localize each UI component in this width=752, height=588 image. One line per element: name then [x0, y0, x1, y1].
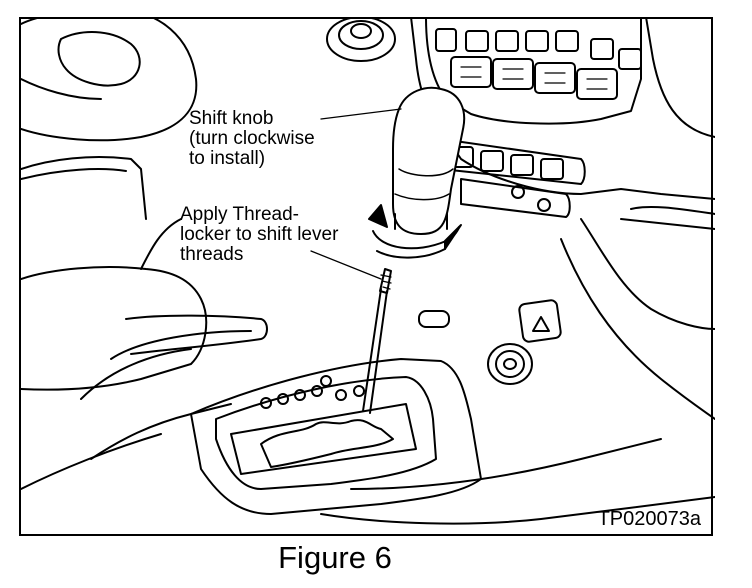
figure-code: TP020073a	[597, 508, 701, 530]
rotation-arrow	[368, 204, 462, 259]
shift-lever	[362, 268, 392, 414]
callout-line: Apply Thread-	[180, 204, 299, 225]
right-trim	[560, 205, 715, 420]
callout-line: to install)	[189, 148, 266, 169]
rotary-knob	[487, 343, 533, 385]
driver-seat	[21, 156, 208, 391]
figure-caption: Figure 6	[278, 540, 392, 575]
climate-buttons	[435, 28, 642, 100]
steering-wheel	[21, 19, 198, 142]
callout-line: (turn clockwise	[189, 128, 315, 149]
console-slot	[418, 310, 450, 328]
callout-line: Shift knob	[189, 108, 274, 129]
callout-line: locker to shift lever	[180, 224, 339, 245]
center-console	[190, 358, 715, 525]
center-stack	[410, 19, 715, 200]
thread-leader-line	[310, 250, 382, 280]
knob-leader-line	[320, 108, 402, 120]
hazard-switch	[518, 299, 562, 343]
switch-panel	[440, 138, 586, 218]
console-illustration	[21, 19, 715, 525]
handbrake-lever	[21, 314, 268, 490]
callout-line: threads	[180, 244, 244, 265]
ignition-dial	[326, 19, 396, 62]
shift-knob	[392, 86, 466, 235]
